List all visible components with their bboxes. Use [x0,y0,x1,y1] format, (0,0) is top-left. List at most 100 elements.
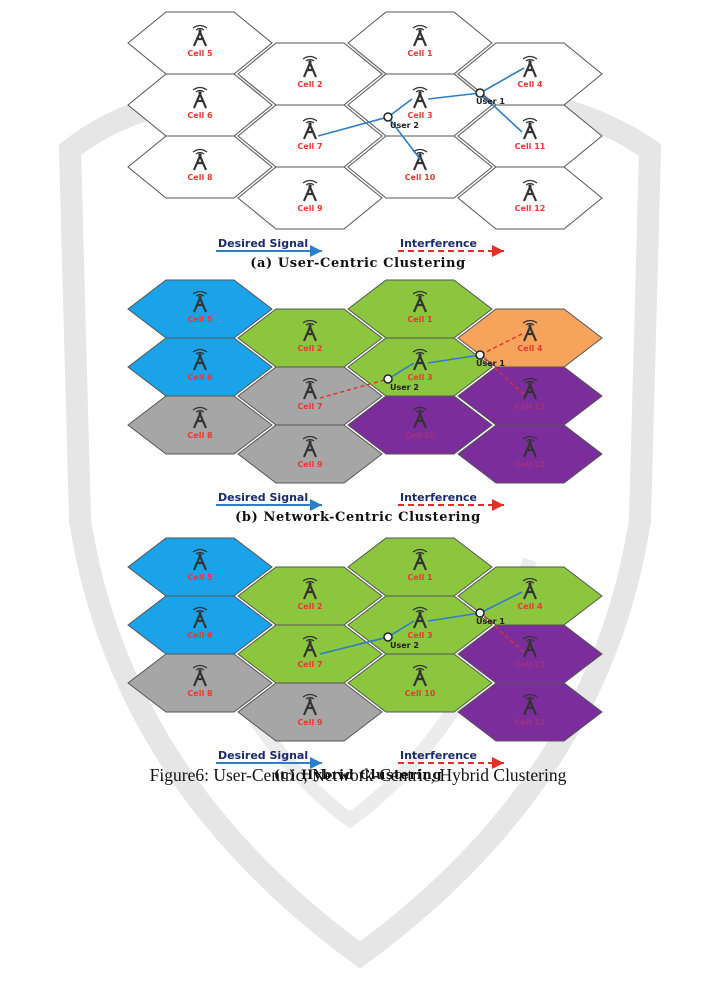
antenna-icon [412,406,428,429]
antenna-icon [412,290,428,313]
cell-label: Cell 8 [187,173,213,182]
cell-label: Cell 9 [297,718,323,727]
hex-cell: Cell 10 [347,395,493,455]
hex-cell: Cell 9 [237,682,383,742]
antenna-icon [302,319,318,342]
cell-label: Cell 7 [297,660,322,669]
cell-label: Cell 5 [187,315,213,324]
cell-label: Cell 1 [407,315,433,324]
cell-label: Cell 9 [297,204,323,213]
cell-label: Cell 4 [517,344,543,353]
legend-desired-label: Desired Signal [218,237,308,250]
antenna-icon [522,635,538,658]
user-label: User 2 [390,641,419,650]
hex-cell: Cell 8 [127,653,273,713]
hex-cell: Cell 2 [237,42,383,106]
hex-cell: Cell 12 [457,166,603,230]
cell-label: Cell 2 [297,80,322,89]
signal-lines [319,591,525,655]
cell-label: Cell 1 [407,573,433,582]
cell-label: Cell 2 [297,602,322,611]
user-device-icon: User 2 [383,632,419,650]
cell-label: Cell 3 [407,111,432,120]
figure-caption: Figure6: User-Centric, Network-Centric, … [150,765,567,785]
user-device-icon: User 2 [383,112,419,130]
signal-lines [317,67,525,160]
antenna-icon [302,117,318,140]
panel-caption: (a) User-Centric Clustering [250,256,466,271]
cell-label: Cell 4 [517,602,543,611]
antenna-icon [522,179,538,202]
antenna-icon [192,24,208,47]
user-label: User 1 [476,617,505,626]
cell-label: Cell 5 [187,49,213,58]
user-label: User 2 [390,383,419,392]
cell-label: Cell 11 [515,142,546,151]
cell-label: Cell 6 [187,373,213,382]
antenna-icon [302,693,318,716]
user-device-icon: User 2 [383,374,419,392]
antenna-icon [302,435,318,458]
antenna-icon [522,117,538,140]
antenna-icon [192,348,208,371]
user-label: User 2 [390,121,419,130]
antenna-icon [302,179,318,202]
hex-cell: Cell 2 [237,566,383,626]
legend-interference-label: Interference [400,491,477,504]
antenna-icon [192,290,208,313]
user-label: User 1 [476,359,505,368]
hex-cell: Cell 2 [237,308,383,368]
hex-cell: Cell 10 [347,653,493,713]
antenna-icon [522,693,538,716]
cell-label: Cell 12 [515,460,546,469]
user-device-icon: User 1 [475,88,505,106]
hex-cell: Cell 9 [237,166,383,230]
user-device-icon: User 1 [475,608,505,626]
cell-label: Cell 3 [407,373,432,382]
antenna-icon [192,664,208,687]
antenna-icon [412,348,428,371]
antenna-icon [192,148,208,171]
cell-label: Cell 4 [517,80,543,89]
cell-label: Cell 3 [407,631,432,640]
user-device-icon: User 1 [475,350,505,368]
cell-label: Cell 11 [515,402,546,411]
hex-cell: Cell 12 [457,424,603,484]
hex-cell: Cell 10 [347,135,493,199]
cell-label: Cell 2 [297,344,322,353]
antenna-icon [192,548,208,571]
cell-label: Cell 6 [187,111,213,120]
antenna-icon [302,377,318,400]
cell-label: Cell 8 [187,689,213,698]
legend: Desired Signal Interference [216,491,504,511]
user-label: User 1 [476,97,505,106]
antenna-icon [412,86,428,109]
cell-label: Cell 12 [515,718,546,727]
antenna-icon [302,635,318,658]
hex-cell: Cell 9 [237,424,383,484]
antenna-icon [302,577,318,600]
legend-desired-label: Desired Signal [218,491,308,504]
panel-caption: (b) Network-Centric Clustering [235,510,481,525]
antenna-icon [412,24,428,47]
cell-label: Cell 12 [515,204,546,213]
antenna-icon [192,606,208,629]
cell-label: Cell 10 [405,431,436,440]
antenna-icon [412,606,428,629]
hex-cell: Cell 6 [127,337,273,397]
antenna-icon [192,406,208,429]
hex-cell: Cell 1 [347,279,493,339]
cell-label: Cell 11 [515,660,546,669]
hex-cell: Cell 8 [127,135,273,199]
legend-interference-label: Interference [400,749,477,762]
antenna-icon [522,577,538,600]
hex-cell: Cell 8 [127,395,273,455]
antenna-icon [192,86,208,109]
cell-label: Cell 5 [187,573,213,582]
